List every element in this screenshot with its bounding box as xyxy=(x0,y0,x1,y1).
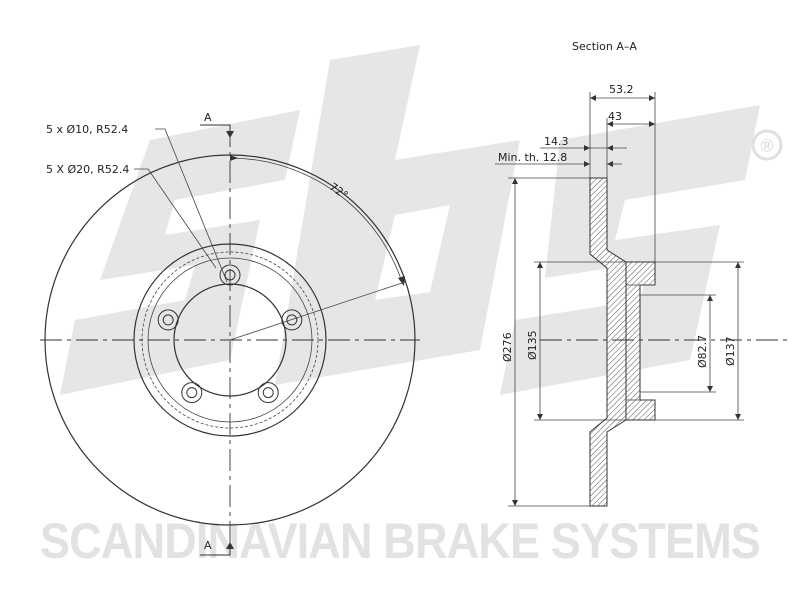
dim-hat-outer: Ø137 xyxy=(724,336,737,366)
section-marker-bottom xyxy=(200,548,231,556)
bolt-hole-outer xyxy=(157,309,179,331)
angle-reference-line xyxy=(229,281,406,341)
brand-name-watermark: SCANDINAVIAN BRAKE SYSTEMS xyxy=(40,513,760,569)
angle-arc xyxy=(229,157,403,283)
bolt-hole-outer xyxy=(281,309,303,331)
dim-center-bore: Ø82.7 xyxy=(696,335,709,368)
section-label-top: A xyxy=(204,111,212,124)
hole-callout-small: 5 x Ø10, R52.4 xyxy=(46,123,128,136)
dim-overall-width: 53.2 xyxy=(609,83,634,96)
front-view: A A 72° 5 x Ø10, R52.4 5 X Ø20, R52.4 xyxy=(40,111,420,556)
section-marker-top xyxy=(200,124,231,132)
leader-small-hole xyxy=(155,128,228,283)
bolt-hole-inner xyxy=(262,387,274,399)
registered-mark: ® xyxy=(760,136,773,156)
bolt-hole-outer xyxy=(257,382,279,404)
dim-min-thickness: Min. th. 12.8 xyxy=(498,151,567,164)
bolt-hole-outer xyxy=(181,382,203,404)
dim-hat-diameter: Ø135 xyxy=(526,330,539,360)
bolt-hole-inner xyxy=(286,314,298,326)
section-view: Section A–A 53.2 43 14.3 Min. th. 12.8 xyxy=(495,40,790,507)
sbs-logo-watermark: ® xyxy=(60,45,783,395)
bolt-hole-inner xyxy=(186,387,198,399)
dim-disc-thickness: 14.3 xyxy=(544,135,569,148)
section-disc-profile xyxy=(589,177,627,507)
bolt-holes xyxy=(157,264,303,404)
dim-outer-diameter: Ø276 xyxy=(501,332,514,362)
section-label-bottom: A xyxy=(204,539,212,552)
hole-callout-large: 5 X Ø20, R52.4 xyxy=(46,163,129,176)
leader-large-hole xyxy=(134,168,217,269)
section-title: Section A–A xyxy=(572,40,637,53)
bolt-hole-inner xyxy=(162,314,174,326)
dim-hat-depth: 43 xyxy=(608,110,622,123)
